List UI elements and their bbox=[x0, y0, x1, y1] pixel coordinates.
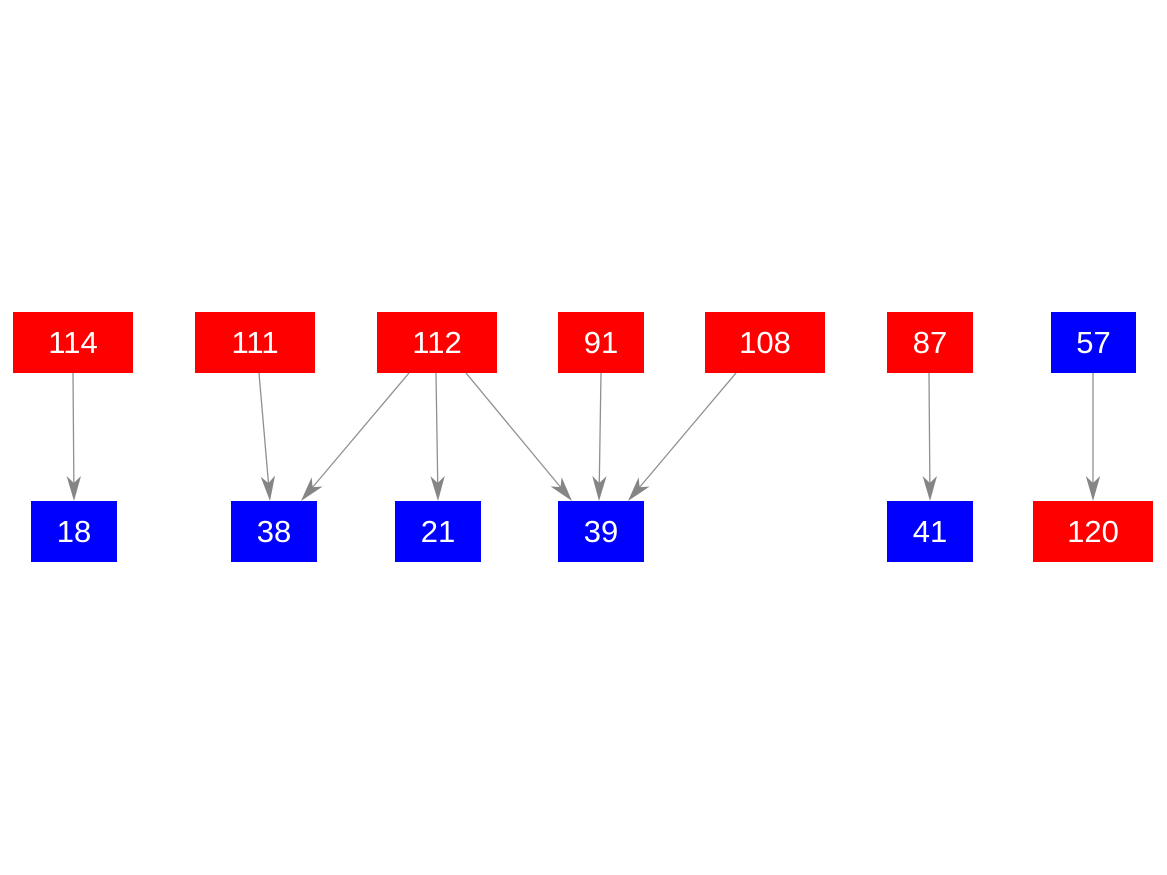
node-box-91 bbox=[558, 312, 644, 373]
edge-line bbox=[435, 372, 439, 484]
node-box-18 bbox=[31, 501, 117, 562]
arrowhead-icon bbox=[550, 477, 572, 501]
node-box-111 bbox=[195, 312, 315, 373]
edge-112-to-39 bbox=[465, 372, 572, 501]
node-111: 111 bbox=[195, 312, 315, 373]
edge-line bbox=[72, 372, 75, 484]
arrowhead-icon bbox=[430, 475, 445, 501]
node-box-38 bbox=[231, 501, 317, 562]
edge-112-to-21 bbox=[430, 372, 445, 501]
node-41: 41 bbox=[887, 501, 973, 562]
node-21: 21 bbox=[395, 501, 481, 562]
node-label-39: 39 bbox=[584, 514, 618, 549]
arrowhead-icon bbox=[592, 475, 607, 501]
node-box-57 bbox=[1051, 312, 1136, 373]
node-label-18: 18 bbox=[57, 514, 91, 549]
edge-line bbox=[465, 372, 562, 488]
edge-57-to-120 bbox=[1085, 373, 1101, 501]
node-108: 108 bbox=[705, 312, 825, 373]
node-label-38: 38 bbox=[257, 514, 291, 549]
node-label-21: 21 bbox=[421, 514, 455, 549]
arrowhead-icon bbox=[628, 477, 650, 501]
arrowhead-icon bbox=[1085, 476, 1101, 501]
edge-111-to-38 bbox=[258, 372, 276, 501]
node-18: 18 bbox=[31, 501, 117, 562]
arrowhead-icon bbox=[301, 477, 323, 501]
node-box-112 bbox=[377, 312, 497, 373]
node-label-111: 111 bbox=[231, 325, 278, 360]
node-box-114 bbox=[13, 312, 133, 373]
edge-line bbox=[258, 372, 270, 484]
node-label-57: 57 bbox=[1076, 325, 1110, 360]
edge-line bbox=[312, 372, 410, 488]
edge-line bbox=[598, 372, 602, 484]
edge-line bbox=[928, 372, 931, 484]
node-114: 114 bbox=[13, 312, 133, 373]
node-box-108 bbox=[705, 312, 825, 373]
node-label-120: 120 bbox=[1067, 514, 1119, 549]
arrowhead-icon bbox=[922, 475, 938, 501]
edge-91-to-39 bbox=[592, 372, 607, 501]
node-label-87: 87 bbox=[913, 325, 947, 360]
edge-112-to-38 bbox=[301, 372, 410, 501]
node-box-39 bbox=[558, 501, 644, 562]
node-120: 120 bbox=[1033, 501, 1153, 562]
node-box-87 bbox=[887, 312, 973, 373]
edge-line bbox=[639, 372, 737, 488]
edge-114-to-18 bbox=[66, 372, 82, 501]
node-38: 38 bbox=[231, 501, 317, 562]
edge-108-to-39 bbox=[628, 372, 737, 501]
node-label-91: 91 bbox=[584, 325, 618, 360]
node-box-41 bbox=[887, 501, 973, 562]
node-91: 91 bbox=[558, 312, 644, 373]
node-87: 87 bbox=[887, 312, 973, 373]
node-39: 39 bbox=[558, 501, 644, 562]
node-label-108: 108 bbox=[739, 325, 791, 360]
node-box-21 bbox=[395, 501, 481, 562]
node-label-114: 114 bbox=[48, 325, 97, 360]
edge-87-to-41 bbox=[922, 372, 938, 501]
arrowhead-icon bbox=[260, 475, 276, 501]
node-57: 57 bbox=[1051, 312, 1136, 373]
arrowhead-icon bbox=[66, 475, 82, 501]
node-box-120 bbox=[1033, 501, 1153, 562]
node-label-41: 41 bbox=[913, 514, 947, 549]
node-label-112: 112 bbox=[412, 325, 461, 360]
node-112: 112 bbox=[377, 312, 497, 373]
